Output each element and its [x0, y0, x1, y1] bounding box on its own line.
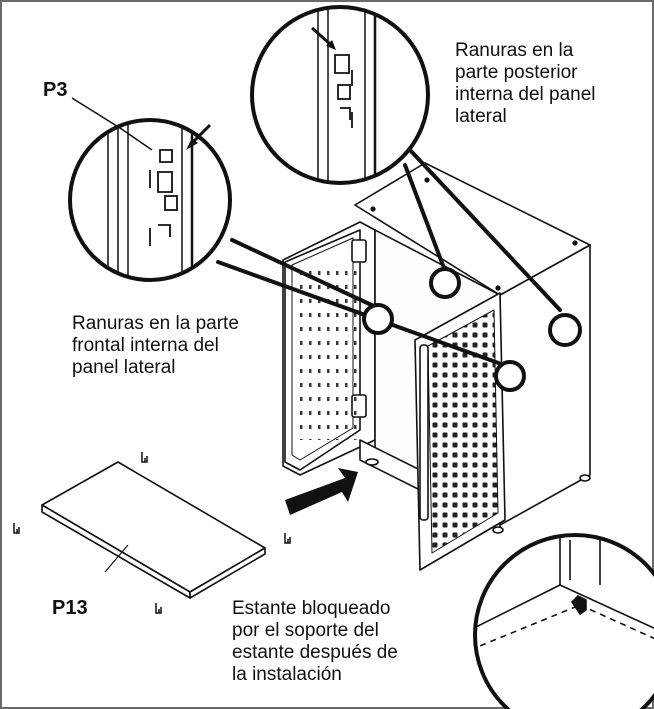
insert-arrow-icon — [285, 468, 358, 515]
magnifier-rear-slots — [250, 5, 430, 185]
shelf-clip-icon — [284, 533, 291, 544]
cabinet-top — [354, 162, 591, 296]
leader-lines — [216, 148, 562, 367]
label-p3: P3 — [43, 79, 68, 101]
door-handle — [419, 344, 429, 521]
slot-marker — [548, 313, 582, 347]
label-line: estante después de — [232, 642, 398, 663]
slot-marker — [362, 303, 394, 335]
shelf-panel — [41, 461, 266, 599]
label-shelf-locked: Estante bloqueado por el soporte del est… — [232, 598, 398, 686]
label-front-slots: Ranuras en la parte frontal interna del … — [72, 313, 239, 379]
label-line: interna del panel — [455, 84, 596, 105]
shelf-clip-icon — [155, 603, 162, 614]
shelf-clip-icon — [13, 523, 20, 534]
slot-marker — [494, 360, 526, 392]
door-hinge — [351, 239, 367, 263]
magnifier-shelf-locked — [473, 533, 654, 709]
cabinet-foot — [365, 458, 379, 466]
label-line: panel lateral — [72, 357, 176, 378]
shelf-supports — [13, 452, 291, 614]
shelf-clip-icon — [141, 452, 148, 463]
label-line: por el soporte del — [232, 620, 379, 641]
slot-marker — [429, 267, 461, 299]
label-line: lateral — [455, 106, 507, 127]
cabinet-foot — [579, 474, 591, 482]
label-rear-slots: Ranuras en la parte posterior interna de… — [455, 40, 596, 128]
label-line: Ranuras en la — [455, 40, 574, 61]
label-line: frontal interna del — [72, 335, 219, 356]
label-p13: P13 — [52, 597, 88, 619]
label-line: la instalación — [232, 664, 342, 685]
arrow-icon — [311, 26, 331, 46]
cabinet-foot — [492, 526, 504, 534]
magnifier-front-slots — [68, 97, 232, 282]
label-line: Ranuras en la parte — [72, 313, 239, 334]
slot-markers — [362, 267, 582, 392]
label-line: Estante bloqueado — [232, 598, 391, 619]
label-line: parte posterior — [455, 62, 578, 83]
